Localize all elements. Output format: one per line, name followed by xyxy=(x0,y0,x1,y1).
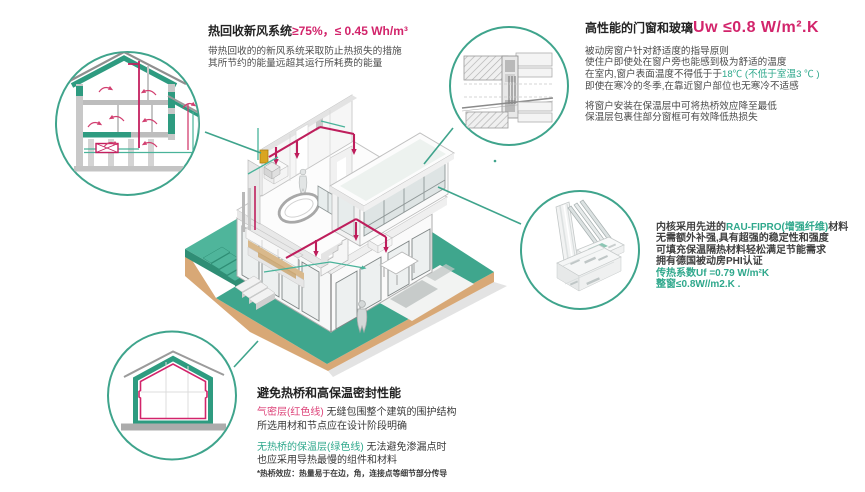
ventilation-body-line1: 带热回收的的新风系统采取防止热损失的措施 xyxy=(208,46,402,57)
windows-title-black: 高性能的门窗和玻璃 xyxy=(585,21,694,35)
connector-profile xyxy=(437,186,522,225)
service-pipes xyxy=(242,186,256,232)
thermal-line1-pink: 气密层(红色线) xyxy=(257,407,324,418)
profile-line1-black-a: 内核采用先进的 xyxy=(656,222,726,233)
ground-shadow xyxy=(328,282,507,377)
house-upper-floor xyxy=(247,94,455,247)
person-figure xyxy=(356,300,368,334)
profile-l3: 可填充保温隔热材料轻松满足节能需求 xyxy=(656,244,826,256)
profile-l5-green: 传热系数Uf =0.79 W/m²K xyxy=(656,267,770,279)
thermal-footnote: *热桥效应：热量易于在边，角，连接点等细节部分传导 xyxy=(257,468,448,478)
profile-line1-black-b: 材料 xyxy=(828,222,849,233)
ventilation-title-value: ≥75%，≤ 0.45 Wh/m³ xyxy=(292,24,408,38)
callout-ventilation xyxy=(55,51,200,196)
thermal-title: 避免热桥和高保温密封性能 xyxy=(257,386,402,400)
thermal-body: 气密层(红色线) 无缝包围整个建筑的围护结构 所选用材和节点应在设计阶段明确 无… xyxy=(257,406,456,480)
thermal-line3-green: 无热桥的保温层(绿色线) xyxy=(257,441,364,453)
windows-body-p1l3-black: 在室内,窗户表面温度不得低于于 xyxy=(585,69,722,81)
callout-profile xyxy=(520,190,640,310)
windows-body-p2l2: 保温层包裹住部分窗框可有效降低热损失 xyxy=(585,112,758,124)
isometric-house-illustration xyxy=(185,94,507,377)
profile-line1: 内核采用先进的RAU-FIPRO(增强纤维)材料 xyxy=(656,222,848,233)
windows-body-p1l4: 即使在寒冷的冬季,在靠近窗户部位也无寒冷不适感 xyxy=(585,80,799,92)
thermal-line3: 无热桥的保温层(绿色线) 无法避免渗漏点时 xyxy=(257,441,456,455)
connector-lines xyxy=(204,127,522,368)
profile-line1-green: RAU-FIPRO(增强纤维) xyxy=(726,222,829,233)
soil-face xyxy=(185,249,494,371)
small-dot xyxy=(493,159,497,163)
dining-table xyxy=(379,251,419,285)
windows-title-value: Uw ≤0.8 W/m².K xyxy=(693,19,820,36)
ventilation-body-line2: 其所节约的能量远超其运行所耗费的能量 xyxy=(208,57,383,69)
profile-body: 内核采用先进的RAU-FIPRO(增强纤维)材料 无需额外补强,具有超强的稳定性… xyxy=(656,222,848,290)
windows-body-p1l1: 被动房窗户针对舒适度的指导原则 xyxy=(585,45,729,57)
ventilation-body: 带热回收的的新风系统采取防止热损失的措施 其所节约的能量远超其运行所耗费的能量 xyxy=(208,46,402,69)
bathtub xyxy=(277,192,321,224)
connector-thermal xyxy=(233,340,259,368)
ventilation-ducts xyxy=(268,125,389,259)
callout-window-detail xyxy=(449,26,569,146)
profile-l6-green: 整窗≤0.8W//m2.K . xyxy=(656,279,741,291)
kitchen-counter xyxy=(247,240,305,289)
ventilation-title-black: 热回收新风系统 xyxy=(208,24,293,38)
boiler xyxy=(259,149,269,164)
windows-body-p1l2: 使住户即使处在窗户旁也能感到极为舒适的温度 xyxy=(585,57,787,69)
windows-body-p1l3: 在室内,窗户表面温度不得低于于18℃ (不低于室温3 ℃ ) xyxy=(585,69,820,81)
windows-body-p2l1: 将窗户安装在保温层中可将热桥效应降至最低 xyxy=(585,100,777,112)
right-wing xyxy=(329,132,455,247)
windows-body-p1l3-green: 18℃ (不低于室温3 ℃ ) xyxy=(721,69,820,81)
connector-ventilation xyxy=(204,131,262,154)
profile-l2: 无需额外补强,具有超强的稳定性和强度 xyxy=(656,233,829,245)
paragraph-gap xyxy=(585,93,820,101)
outdoor-stairs-lower xyxy=(234,275,276,310)
fresh-air-pipes xyxy=(247,120,367,273)
person-upstairs xyxy=(298,168,308,196)
thermal-line1-black: 无缝包围整个建筑的围护结构 xyxy=(323,407,457,418)
connector-window-detail xyxy=(423,127,454,165)
thermal-line2: 所选用材和节点应在设计阶段明确 xyxy=(257,420,407,432)
thermal-line4: 也应采用导热最慢的组件和材料 xyxy=(257,455,397,467)
windows-title: 高性能的门窗和玻璃Uw ≤0.8 W/m².K xyxy=(585,19,820,36)
callout-thermal xyxy=(107,330,237,461)
ventilation-title: 热回收新风系统≥75%，≤ 0.45 Wh/m³ xyxy=(208,25,408,38)
thermal-line1: 气密层(红色线) 无缝包围整个建筑的围护结构 xyxy=(257,406,456,420)
thermal-line3-black: 无法避免渗漏点时 xyxy=(363,441,447,453)
paragraph-gap xyxy=(257,433,456,441)
windows-body: 被动房窗户针对舒适度的指导原则 使住户即使处在窗户旁也能感到极为舒适的温度 在室… xyxy=(585,46,820,125)
profile-l4: 拥有德国被动房PHI认证 xyxy=(656,256,763,268)
